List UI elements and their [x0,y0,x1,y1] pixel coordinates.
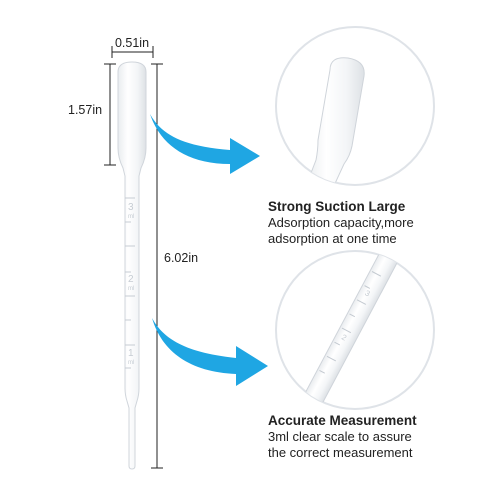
scale-detail-circle: 3 2 [275,250,435,410]
pipette-scale-unit-2: ml [128,286,134,292]
pipette-scale-unit-3: ml [128,214,134,220]
closeup-scale-mark-3: 3 [363,288,372,298]
feature-suction-title: Strong Suction Large [268,199,406,214]
scale-closeup: 3 2 [293,251,402,409]
feature-measurement-caption: Accurate Measurement 3ml clear scale to … [268,413,493,461]
bulb-height-dimension-label: 1.57in [68,103,102,117]
width-dimension: 0.51in [111,36,154,58]
feature-measurement-line-1: 3ml clear scale to assure [268,429,412,444]
feature-measurement-title: Accurate Measurement [268,413,417,428]
feature-suction-line-1: Adsorption capacity,more [268,215,414,230]
pipette-scale [125,197,135,369]
bottom-arrow-icon [152,318,268,386]
pipette-body [117,61,147,470]
width-dimension-label: 0.51in [115,36,149,50]
pipette-scale-mark-2: 2 [128,274,134,285]
bulb-closeup [305,57,365,185]
bulb-detail-circle [275,26,435,186]
pipette-scale-mark-3: 3 [128,202,134,213]
feature-suction-caption: Strong Suction Large Adsorption capacity… [268,199,493,247]
bulb-height-dimension: 1.57in [68,63,116,166]
pipette-scale-unit-1: ml [128,360,134,366]
top-arrow-icon [150,114,260,174]
total-length-dimension-label: 6.02in [164,251,198,265]
feature-suction-line-2: adsorption at one time [268,231,397,246]
pipette: 3 ml 2 ml 1 ml [117,61,147,470]
feature-measurement-line-2: the correct measurement [268,445,413,460]
pipette-scale-mark-1: 1 [128,348,134,359]
closeup-scale-mark-2: 2 [340,333,349,343]
total-length-dimension: 6.02in [151,63,198,469]
